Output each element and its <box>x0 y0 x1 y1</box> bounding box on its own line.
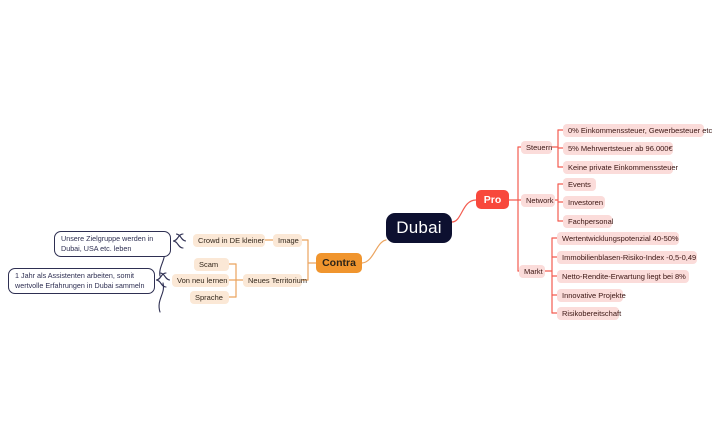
group-node-image[interactable]: Image <box>273 234 302 247</box>
note-box-assistenten[interactable]: 1 Jahr als Assistenten arbeiten, somit w… <box>8 268 155 294</box>
leaf-node-network-2-label: Investoren <box>568 198 604 207</box>
leaf-node-markt-5-label: Risikobereitschaft <box>562 309 622 318</box>
leaf-node-markt-4[interactable]: Innovative Projekte <box>557 289 626 302</box>
leaf-node-sprache-label: Sprache <box>195 293 223 302</box>
leaf-node-markt-1-label: Wertentwicklungspotenzial 40-50% <box>562 234 679 243</box>
leaf-node-network-3-label: Fachpersonal <box>568 217 614 226</box>
leaf-node-markt-2-label: Immobilienblasen-Risiko-Index -0,5-0,49 <box>562 253 697 262</box>
leaf-node-markt-5[interactable]: Risikobereitschaft <box>557 307 622 320</box>
leaf-node-steuern-3[interactable]: Keine private Einkommenssteuer <box>563 161 678 174</box>
leaf-node-von-neu-lernen[interactable]: Von neu lernen <box>172 274 229 287</box>
leaf-node-markt-4-label: Innovative Projekte <box>562 291 626 300</box>
group-node-image-label: Image <box>278 236 299 245</box>
leaf-node-network-1-label: Events <box>568 180 591 189</box>
group-node-neues-territorium-label: Neues Territorium <box>248 276 308 285</box>
note-box-zielgruppe-text: Unsere Zielgruppe werden in Dubai, USA e… <box>61 233 154 253</box>
leaf-node-network-3[interactable]: Fachpersonal <box>563 215 614 228</box>
group-node-steuern[interactable]: Steuern <box>521 141 552 154</box>
leaf-node-markt-1[interactable]: Wertentwicklungspotenzial 40-50% <box>557 232 679 245</box>
note-box-zielgruppe[interactable]: Unsere Zielgruppe werden in Dubai, USA e… <box>54 231 171 257</box>
root-node-dubai[interactable]: Dubai <box>386 213 452 243</box>
leaf-node-steuern-1[interactable]: 0% Einkommenssteuer, Gewerbesteuer etc <box>563 124 712 137</box>
branch-node-contra[interactable]: Contra <box>316 253 362 273</box>
leaf-node-steuern-2[interactable]: 5% Mehrwertsteuer ab 96.000€ <box>563 142 673 155</box>
leaf-node-network-1[interactable]: Events <box>563 178 596 191</box>
leaf-node-scam[interactable]: Scam <box>194 258 229 271</box>
leaf-node-markt-3-label: Netto-Rendite-Erwartung liegt bei 8% <box>562 272 686 281</box>
root-node-label: Dubai <box>396 218 442 237</box>
group-node-network[interactable]: Network <box>521 194 555 207</box>
note-box-assistenten-text: 1 Jahr als Assistenten arbeiten, somit w… <box>15 270 145 290</box>
leaf-node-network-2[interactable]: Investoren <box>563 196 605 209</box>
group-node-markt-label: Markt <box>524 267 543 276</box>
group-node-markt[interactable]: Markt <box>519 265 545 278</box>
group-node-network-label: Network <box>526 196 554 205</box>
leaf-node-steuern-2-label: 5% Mehrwertsteuer ab 96.000€ <box>568 144 673 153</box>
leaf-node-scam-label: Scam <box>199 260 219 269</box>
leaf-node-steuern-1-label: 0% Einkommenssteuer, Gewerbesteuer etc <box>568 126 713 135</box>
branch-node-pro-label: Pro <box>483 193 502 206</box>
leaf-node-markt-2[interactable]: Immobilienblasen-Risiko-Index -0,5-0,49 <box>557 251 697 264</box>
leaf-node-von-neu-lernen-label: Von neu lernen <box>177 276 228 285</box>
leaf-node-steuern-3-label: Keine private Einkommenssteuer <box>568 163 679 172</box>
leaf-node-crowd-in-de-kleiner[interactable]: Crowd in DE kleiner <box>193 234 265 247</box>
group-node-neues-territorium[interactable]: Neues Territorium <box>243 274 307 287</box>
branch-node-contra-label: Contra <box>322 257 356 269</box>
leaf-node-sprache[interactable]: Sprache <box>190 291 229 304</box>
leaf-node-crowd-in-de-kleiner-label: Crowd in DE kleiner <box>198 236 265 245</box>
leaf-node-markt-3[interactable]: Netto-Rendite-Erwartung liegt bei 8% <box>557 270 689 283</box>
branch-node-pro[interactable]: Pro <box>476 190 509 209</box>
group-node-steuern-label: Steuern <box>526 143 553 152</box>
